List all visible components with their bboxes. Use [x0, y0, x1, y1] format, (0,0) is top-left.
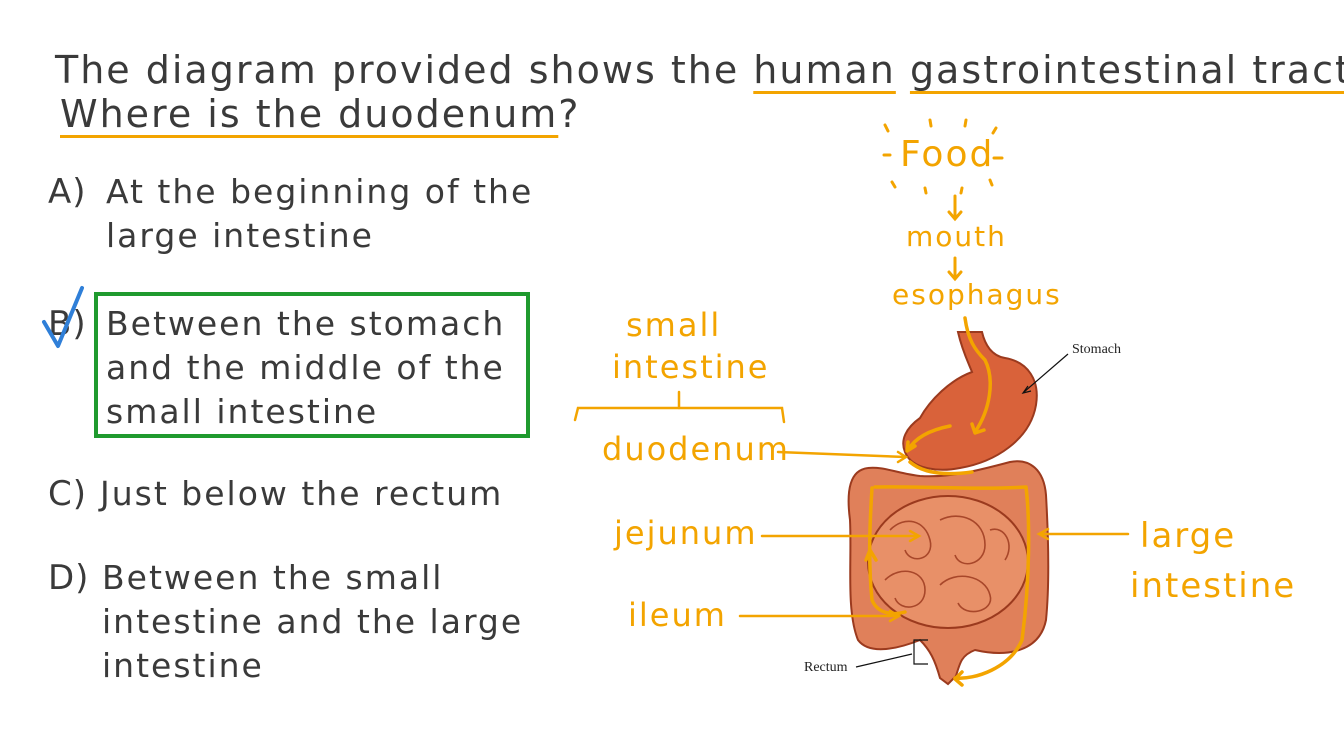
option-c-line: Just below the rectum [100, 474, 504, 513]
option-d-line: intestine and the large [102, 602, 524, 641]
correct-answer-box [94, 292, 530, 438]
label-food: Food [900, 134, 995, 175]
label-large-intestine-1: large [1140, 516, 1237, 556]
label-pointers [573, 390, 1130, 623]
option-d-line: intestine [102, 646, 264, 685]
small-intestine-shape [867, 495, 1029, 629]
label-jejunum: jejunum [614, 514, 758, 552]
option-c-letter: C) [48, 474, 88, 514]
question-text-part: The diagram provided shows the [55, 48, 754, 92]
option-a-line: At the beginning of the [106, 172, 534, 211]
label-small-intestine-2: intestine [612, 348, 770, 386]
checkmark-icon [42, 286, 84, 348]
digestion-path [864, 316, 1031, 687]
option-c-text[interactable]: Just below the rectum [100, 472, 503, 516]
option-b-text[interactable]: Between the stomach and the middle of th… [106, 302, 505, 434]
label-duodenum: duodenum [602, 430, 790, 468]
option-b-line: and the middle of the [106, 348, 505, 387]
question-line-1: The diagram provided shows the human gas… [55, 48, 1344, 92]
label-large-intestine-2: intestine [1130, 566, 1297, 606]
label-stomach: Stomach [1072, 342, 1121, 357]
option-d-line: Between the small [102, 558, 444, 597]
question-highlight-human: human [753, 48, 896, 92]
label-small-intestine-1: small [626, 306, 722, 344]
black-leader-lines [855, 353, 1069, 668]
question-highlight-duodenum: Where is the duodenum [60, 92, 559, 136]
intestine-coils [884, 515, 1010, 613]
option-d-text[interactable]: Between the small intestine and the larg… [102, 556, 523, 688]
option-a-line: large intestine [106, 216, 374, 255]
option-a-text[interactable]: At the beginning of the large intestine [106, 170, 533, 258]
stomach-shape [902, 331, 1038, 471]
label-esophagus: esophagus [892, 278, 1062, 311]
option-b-line: Between the stomach [106, 304, 506, 343]
option-b-line: small intestine [106, 392, 379, 431]
option-a-letter: A) [48, 172, 87, 212]
label-mouth: mouth [906, 220, 1007, 253]
food-sparkle-icon [882, 118, 1004, 195]
option-d-letter: D) [48, 558, 90, 598]
label-ileum: ileum [628, 596, 727, 634]
flow-arrow-icon [947, 194, 963, 282]
question-mark: ? [558, 92, 581, 136]
label-rectum: Rectum [804, 660, 848, 675]
question-line-2: Where is the duodenum? [60, 92, 580, 136]
question-highlight-tract: gastrointestinal tract. [909, 48, 1344, 92]
